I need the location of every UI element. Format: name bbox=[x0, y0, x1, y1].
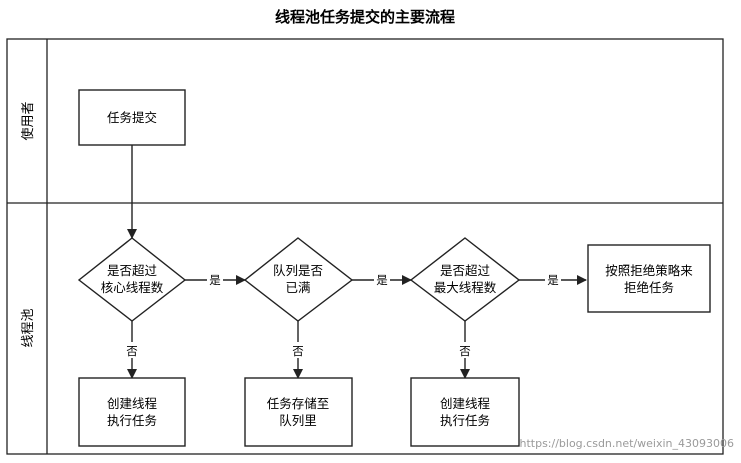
edge-label-no-2: 否 bbox=[292, 344, 304, 358]
edges bbox=[127, 145, 587, 379]
diagram-title: 线程池任务提交的主要流程 bbox=[275, 8, 455, 26]
node-queue-label-line1: 队列是否 bbox=[273, 263, 323, 278]
watermark-text: https://blog.csdn.net/weixin_43093006 bbox=[519, 437, 734, 450]
node-queue-label-line2: 已满 bbox=[285, 280, 310, 295]
node-store-label-line2: 队列里 bbox=[279, 413, 317, 428]
node-core-decision: 是否超过 核心线程数 bbox=[77, 237, 187, 322]
node-submit: 任务提交 bbox=[78, 89, 186, 146]
node-max-decision: 是否超过 最大线程数 bbox=[409, 237, 521, 322]
node-reject-label-line1: 按照拒绝策略来 bbox=[605, 263, 693, 278]
edge-label-no-3: 否 bbox=[459, 344, 471, 358]
edge-label-yes-3: 是 bbox=[547, 273, 559, 287]
node-core-label-line2: 核心线程数 bbox=[101, 280, 164, 295]
node-submit-label: 任务提交 bbox=[107, 110, 157, 125]
lane-label-pool: 线程池 bbox=[21, 308, 36, 347]
swimlane-frame bbox=[6, 38, 724, 455]
node-create1-label-line2: 执行任务 bbox=[107, 413, 157, 428]
node-create2-label-line1: 创建线程 bbox=[440, 396, 491, 411]
node-store-label-line1: 任务存储至 bbox=[267, 396, 330, 411]
node-queue-decision: 队列是否 已满 bbox=[243, 237, 354, 322]
node-create-thread-1: 创建线程 执行任务 bbox=[78, 377, 186, 447]
node-max-label-line2: 最大线程数 bbox=[434, 280, 497, 295]
edge-label-yes-2: 是 bbox=[376, 273, 388, 287]
edge-labels: 是 是 是 否 否 否 bbox=[124, 271, 561, 358]
node-create2-label-line2: 执行任务 bbox=[440, 413, 490, 428]
node-max-label-line1: 是否超过 bbox=[440, 263, 491, 278]
node-reject: 按照拒绝策略来 拒绝任务 bbox=[587, 244, 711, 313]
edge-label-no-1: 否 bbox=[126, 344, 138, 358]
node-reject-label-line2: 拒绝任务 bbox=[624, 280, 674, 295]
edge-label-yes-1: 是 bbox=[209, 273, 221, 287]
node-core-label-line1: 是否超过 bbox=[107, 263, 158, 278]
node-store-queue: 任务存储至 队列里 bbox=[244, 377, 353, 447]
lane-label-user: 使用者 bbox=[20, 101, 36, 140]
node-create1-label-line1: 创建线程 bbox=[107, 396, 158, 411]
node-create-thread-2: 创建线程 执行任务 bbox=[410, 377, 520, 447]
